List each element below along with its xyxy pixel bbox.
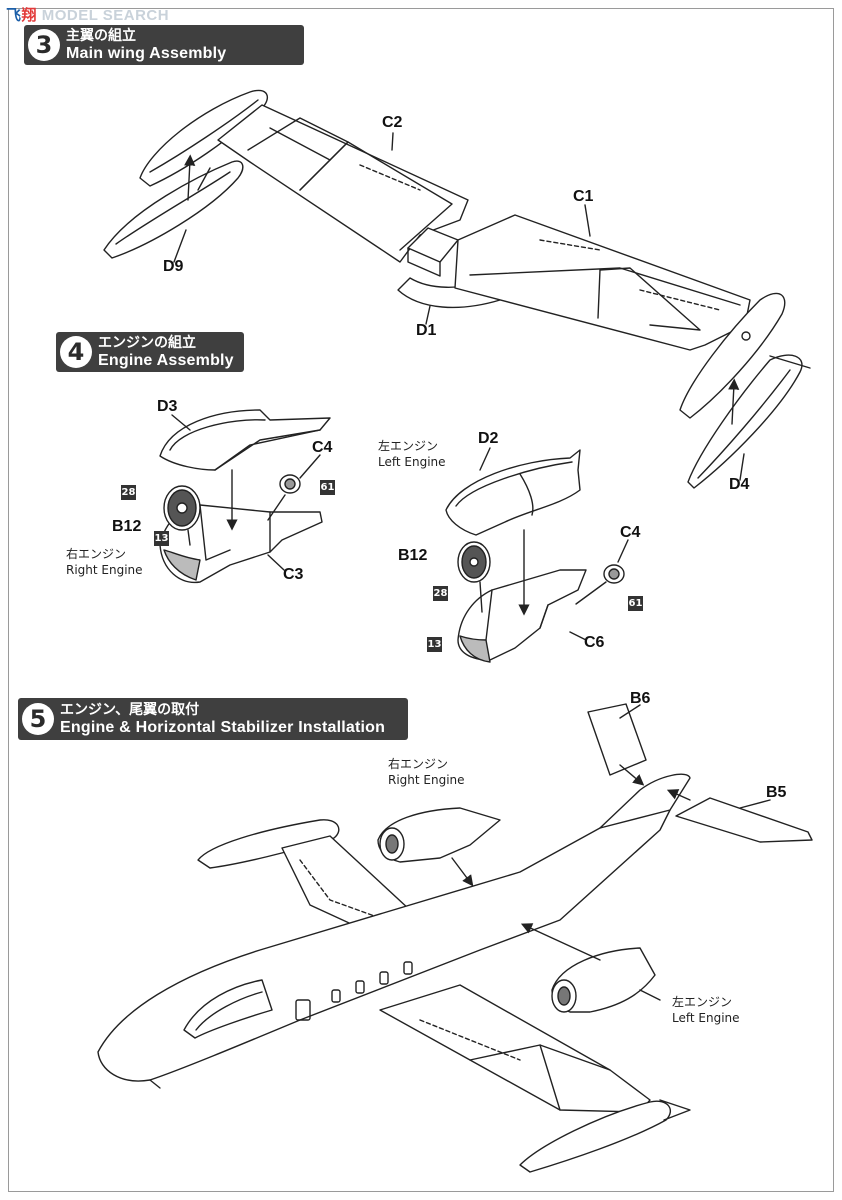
left-engine-label-step4: 左エンジン Left Engine (378, 439, 446, 469)
right-engine-drawing (159, 409, 331, 584)
color-ref-28-right: 28 (121, 485, 136, 500)
step-4-number: 4 (60, 336, 92, 368)
step-5-header: 5 エンジン、尾翼の取付 Engine & Horizontal Stabili… (18, 698, 408, 740)
part-label-d9: D9 (163, 258, 184, 275)
part-label-d4: D4 (729, 476, 750, 493)
part-label-c3: C3 (283, 566, 304, 583)
step-5-number: 5 (22, 703, 54, 735)
aircraft-drawing (97, 703, 813, 1173)
part-label-d1: D1 (416, 322, 437, 339)
part-label-b12-right: B12 (112, 518, 142, 535)
step-3-title-en: Main wing Assembly (66, 45, 227, 62)
watermark-logo: 飞翔 MODEL SEARCH (6, 7, 170, 24)
color-ref-61-right: 61 (320, 480, 335, 495)
step-4-header: 4 エンジンの組立 Engine Assembly (56, 332, 244, 372)
step-5-title-jp: エンジン、尾翼の取付 (60, 702, 200, 718)
color-ref-13-right: 13 (154, 531, 169, 546)
part-label-c1: C1 (573, 188, 594, 205)
left-engine-label-step5: 左エンジン Left Engine (672, 995, 740, 1025)
part-label-d2: D2 (478, 430, 499, 447)
right-engine-label-step4: 右エンジン Right Engine (66, 547, 143, 577)
part-label-c4-left: C4 (620, 524, 641, 541)
step-3-header: 3 主翼の組立 Main wing Assembly (24, 25, 304, 65)
main-wing-drawing (103, 89, 811, 489)
color-ref-28-left: 28 (433, 586, 448, 601)
part-label-b6: B6 (630, 690, 651, 707)
color-ref-13-left: 13 (427, 637, 442, 652)
color-ref-61-left: 61 (628, 596, 643, 611)
part-label-b5: B5 (766, 784, 787, 801)
step-4-title-en: Engine Assembly (98, 352, 234, 369)
right-engine-label-step5: 右エンジン Right Engine (388, 757, 465, 787)
part-label-c2: C2 (382, 114, 403, 131)
step-5-title-en: Engine & Horizontal Stabilizer Installat… (60, 719, 386, 736)
part-label-c6: C6 (584, 634, 605, 651)
part-label-d3: D3 (157, 398, 178, 415)
page-frame (8, 8, 834, 1192)
step-4-title-jp: エンジンの組立 (98, 335, 196, 351)
part-label-b12-left: B12 (398, 547, 428, 564)
step-3-title-jp: 主翼の組立 (66, 28, 136, 44)
left-engine-drawing (445, 447, 629, 663)
step-3-number: 3 (28, 29, 60, 61)
part-label-c4-right: C4 (312, 439, 333, 456)
